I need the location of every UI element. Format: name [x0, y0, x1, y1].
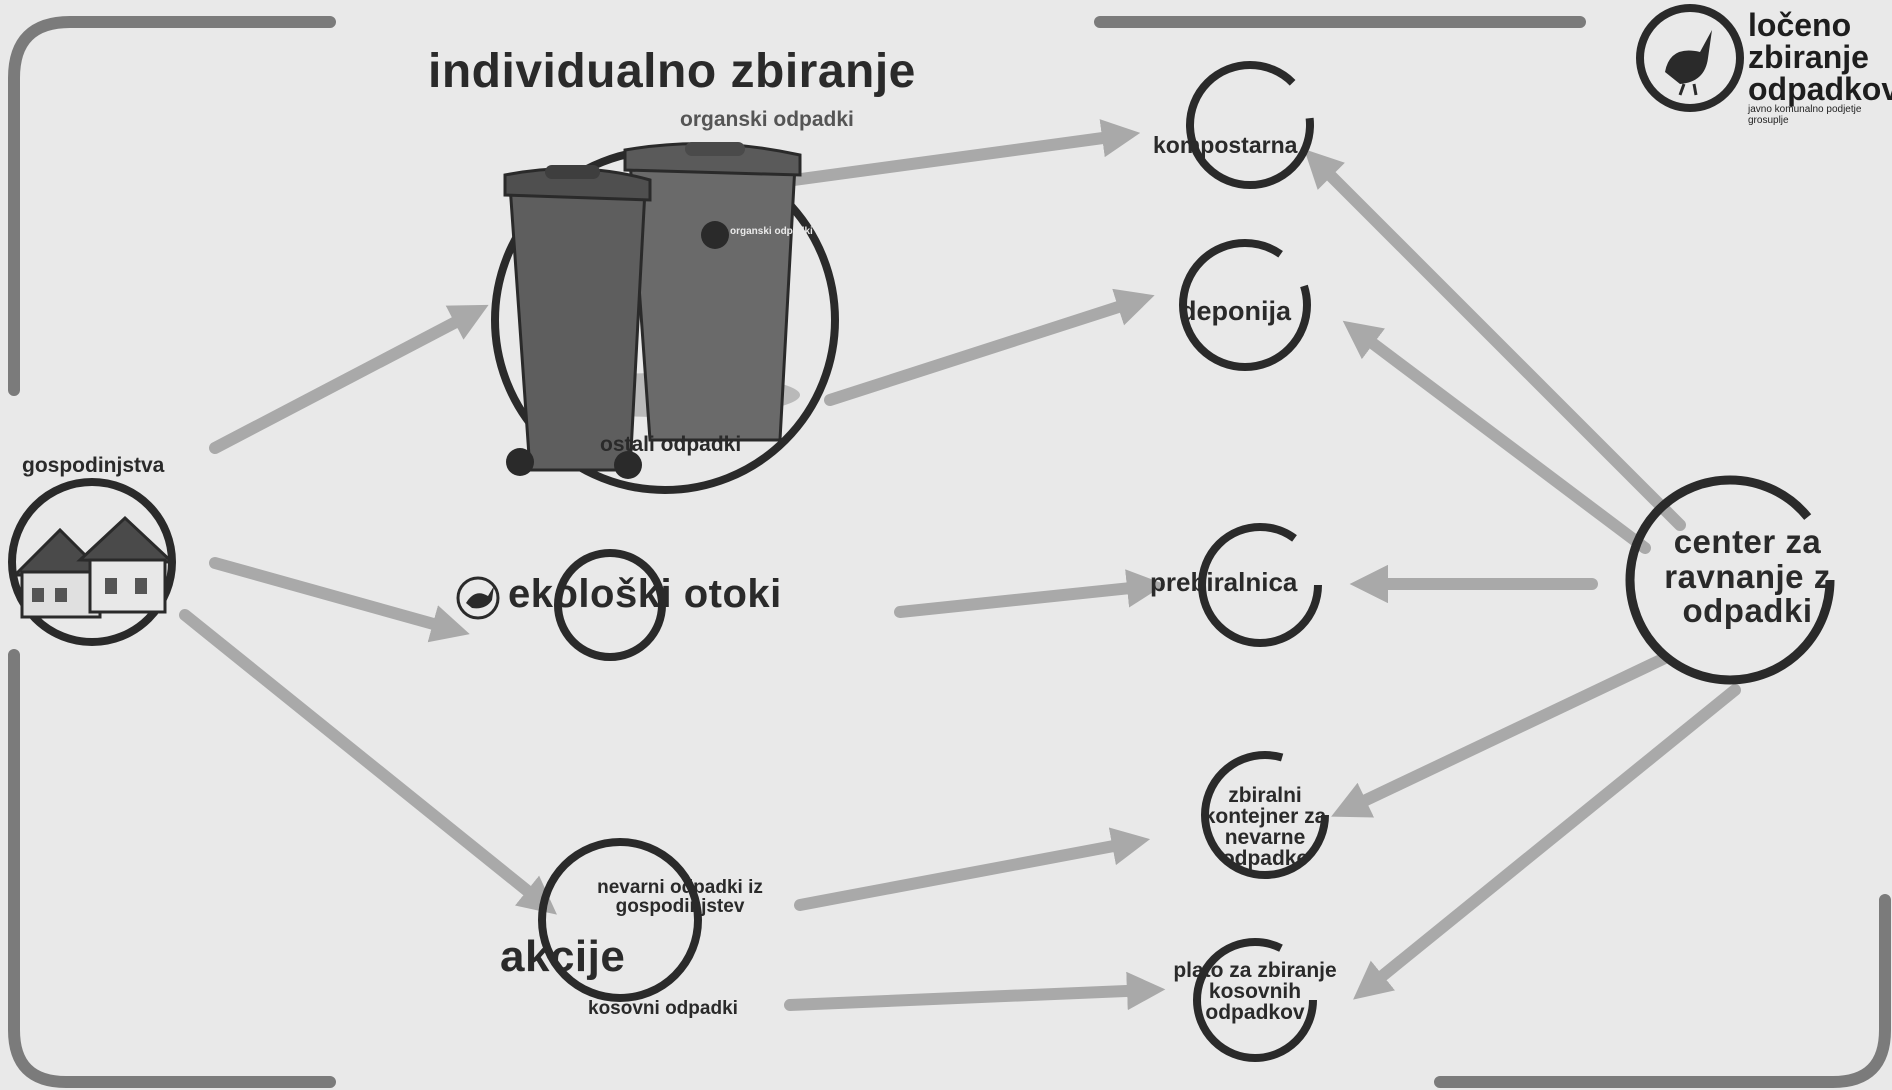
actions-label: akcije [500, 932, 626, 981]
arrow-eco-to-sorting [894, 569, 1166, 618]
logo-line-2: zbiranje [1748, 39, 1869, 75]
plateau-circle [1193, 938, 1317, 1062]
residual-waste-label: ostali odpadki [600, 433, 742, 456]
arrow-bulky-to-plateau [784, 971, 1166, 1011]
bin-print-label: organski odpadki [730, 226, 813, 237]
landfill-circle [1179, 239, 1311, 371]
node-circles [8, 4, 1835, 1062]
waste-bins-illustration [503, 142, 802, 479]
composting-label: kompostarna [1153, 132, 1298, 158]
hazardous-waste-label: nevarni odpadki iz gospodinjstev [597, 877, 763, 917]
logo-line-1: ločeno [1748, 7, 1852, 43]
center-circle [1625, 475, 1835, 685]
arrow-bins-to-landfill [824, 288, 1155, 406]
bulky-waste-label: kosovni odpadki [588, 998, 738, 1019]
flow-arrows [179, 119, 1741, 1011]
organic-waste-label: organski odpadki [680, 108, 854, 131]
sorting-label: prebiralnica [1150, 567, 1298, 597]
center-label: center za ravnanje z odpadki [1664, 523, 1831, 630]
bulky-plateau-label: plato za zbiranje kosovnih odpadkov [1173, 959, 1337, 1024]
arrow-center-to-composting [1304, 149, 1686, 531]
composting-circle [1186, 61, 1314, 189]
eco-islands-circle [554, 549, 666, 661]
arrow-center-to-container [1331, 652, 1671, 818]
page-frame [8, 16, 1891, 1088]
logo-subtitle: javno komunalno podjetje grosuplje [1748, 104, 1862, 126]
diagram-title: individualno zbiranje [428, 45, 916, 98]
arrow-bins-to-composting [729, 119, 1141, 194]
arrow-households-to-bins [209, 304, 489, 454]
households-label: gospodinjstva [22, 454, 165, 477]
sorting-circle [1198, 523, 1322, 647]
arrow-center-to-landfill [1342, 320, 1651, 554]
arrow-hazardous-to-container [794, 827, 1151, 911]
logo-circle [1636, 4, 1744, 112]
arrow-households-to-eco-islands [209, 557, 470, 643]
bird-icon [456, 576, 500, 620]
actions-circle [538, 838, 702, 1002]
arrow-households-to-actions [179, 609, 557, 915]
logo-line-3: odpadkov [1748, 71, 1892, 107]
hazardous-container-label: zbiralni kontejner za nevarne odpadke [1203, 784, 1327, 870]
arrow-center-to-plateau [1353, 684, 1741, 1000]
eco-islands-label: ekološki otoki [508, 572, 782, 616]
container-circle [1201, 751, 1329, 879]
logo-bird-icon [1665, 30, 1712, 96]
houses-icon [11, 515, 176, 619]
landfill-label: deponija [1180, 296, 1292, 326]
